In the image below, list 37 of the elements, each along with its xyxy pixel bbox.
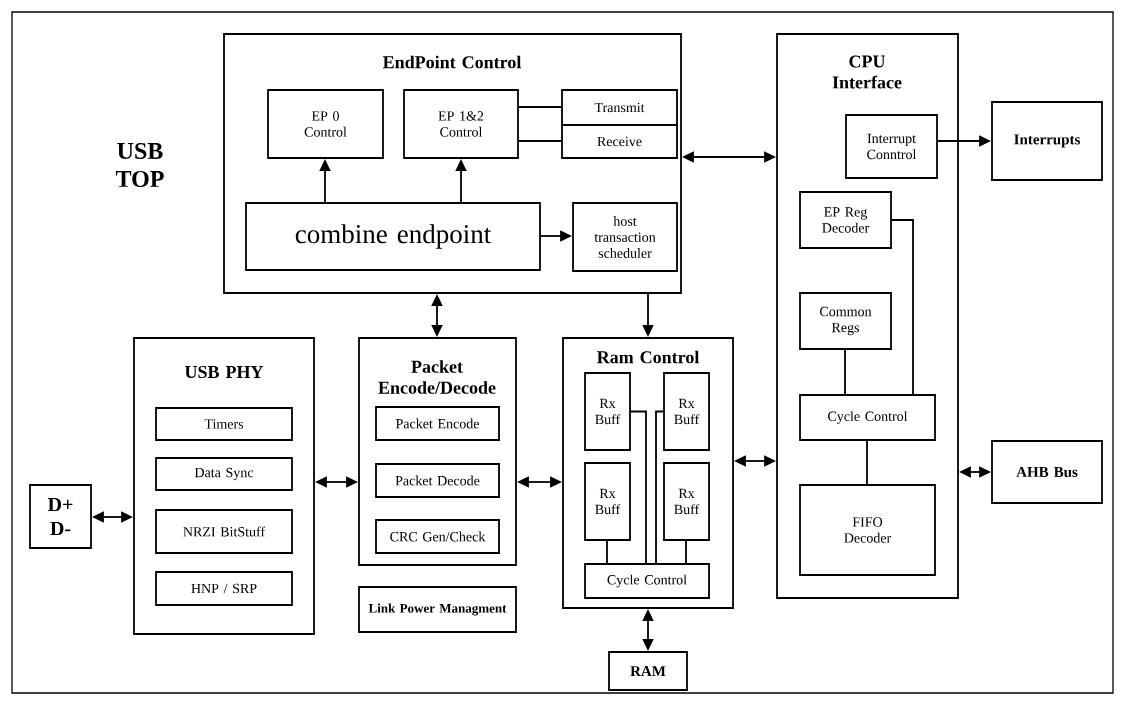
block-box: Cycle Control: [584, 563, 710, 599]
block-box: Packet Encode: [375, 406, 500, 441]
block-box: Rx Buff: [584, 372, 631, 451]
block-box: CRC Gen/Check: [375, 519, 500, 554]
block-box: RAM: [608, 651, 688, 691]
block-box: Packet Decode: [375, 463, 500, 498]
connector-line: [606, 540, 608, 564]
connector-line: [866, 440, 868, 485]
block-box: EP 1&2 Control: [403, 89, 519, 159]
block-box: FIFO Decoder: [799, 484, 936, 576]
connector-line: [630, 410, 647, 564]
block-box: Timers: [155, 407, 293, 441]
connector-line: [685, 540, 687, 564]
connector-line: [518, 140, 562, 142]
block-box: NRZI BitStuff: [155, 509, 293, 554]
block-box: HNP / SRP: [155, 571, 293, 606]
connector-line: [518, 106, 562, 108]
block-box: Data Sync: [155, 457, 293, 491]
block-box: Interrupts: [991, 101, 1103, 181]
connector-line: [844, 349, 846, 395]
block-box: Rx Buff: [663, 462, 710, 541]
block-box: AHB Bus: [991, 440, 1103, 504]
connector-line: [891, 219, 914, 395]
block-box: Common Regs: [799, 292, 892, 350]
block-box: Transmit: [561, 89, 678, 126]
block-box: EP 0 Control: [267, 89, 384, 159]
block-box: EP Reg Decoder: [799, 191, 892, 249]
block-box: Rx Buff: [584, 462, 631, 541]
block-box: host transaction scheduler: [572, 202, 678, 272]
block-box: Receive: [561, 124, 678, 159]
block-box: Link Power Managment: [358, 586, 517, 633]
block-box: Rx Buff: [663, 372, 710, 451]
block-box: combine endpoint: [245, 202, 541, 271]
block-box: Cycle Control: [799, 394, 936, 441]
block-box: Interrupt Conntrol: [845, 114, 938, 179]
connector-line: [655, 410, 664, 564]
block-box: D+ D-: [29, 484, 92, 549]
